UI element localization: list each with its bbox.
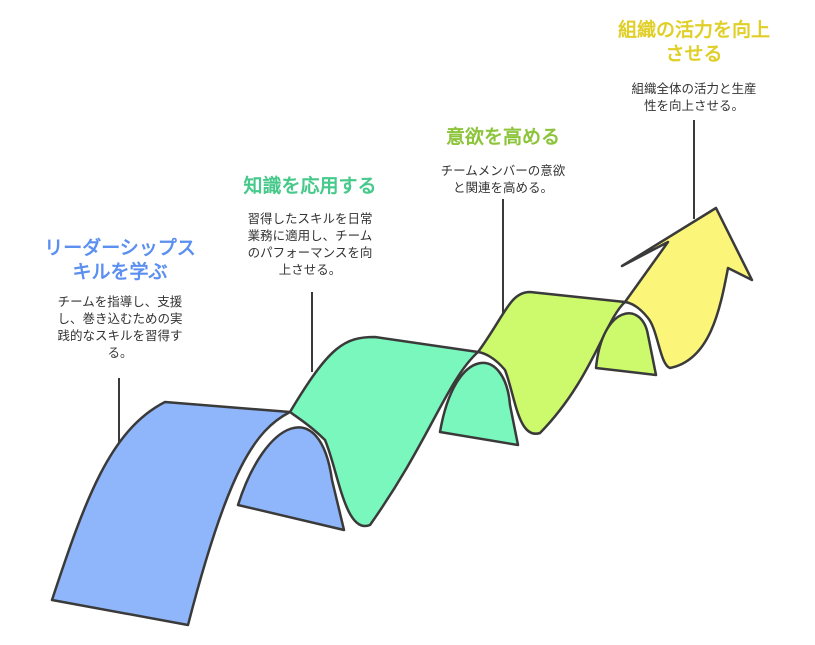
ribbon-fold-1 bbox=[236, 426, 346, 532]
step-4-desc-line: 組織全体の活力と生産 bbox=[631, 81, 757, 96]
step-1-title: リーダーシップス キルを学ぶ bbox=[30, 236, 210, 284]
step-1-title-line1: リーダーシップス bbox=[44, 237, 196, 259]
step-2-desc-line: 業務に適用し、チーム bbox=[247, 228, 373, 243]
step-2-title-line1: 知識を応用する bbox=[243, 175, 377, 197]
step-1-description: チームを指導し、支援 し、巻き込むための実 践的なスキルを習得す る。 bbox=[30, 293, 210, 361]
step-3-description: チームメンバーの意欲 と関連を高める。 bbox=[413, 162, 593, 196]
step-3-desc-line: と関連を高める。 bbox=[452, 180, 553, 195]
ribbon-fold-3 bbox=[594, 312, 658, 377]
step-1-title-line2: キルを学ぶ bbox=[72, 261, 168, 283]
step-4-title-line2: させる bbox=[665, 43, 723, 65]
step-3-desc-line: チームメンバーの意欲 bbox=[440, 163, 566, 178]
step-2-desc-line: 上させる。 bbox=[278, 262, 342, 277]
step-4-desc-line: 性を向上させる。 bbox=[643, 98, 744, 113]
ribbon-segment-3 bbox=[476, 290, 627, 435]
ribbon-fold-2 bbox=[438, 361, 520, 447]
step-2-desc-line: 習得したスキルを日常 bbox=[247, 211, 373, 226]
step-1-desc-line: る。 bbox=[107, 345, 133, 360]
ribbon-arrow-head bbox=[620, 206, 754, 370]
step-1-desc-line: し、巻き込むための実 bbox=[57, 311, 183, 326]
step-4-title-line1: 組織の活力を向上 bbox=[617, 19, 770, 41]
step-1-desc-line: 践的なスキルを習得す bbox=[57, 328, 183, 343]
ribbon-segment-1 bbox=[50, 400, 292, 627]
step-4-title: 組織の活力を向上 させる bbox=[604, 18, 784, 66]
step-1-desc-line: チームを指導し、支援 bbox=[57, 294, 183, 309]
step-2-title: 知識を応用する bbox=[220, 174, 400, 198]
step-4-description: 組織全体の活力と生産 性を向上させる。 bbox=[604, 80, 784, 114]
ribbon-segment-2 bbox=[288, 335, 480, 528]
step-2-desc-line: のパフォーマンスを向 bbox=[247, 245, 373, 260]
step-2-description: 習得したスキルを日常 業務に適用し、チーム のパフォーマンスを向 上させる。 bbox=[220, 210, 400, 278]
step-3-title: 意欲を高める bbox=[413, 125, 593, 149]
step-3-title-line1: 意欲を高める bbox=[445, 126, 560, 148]
